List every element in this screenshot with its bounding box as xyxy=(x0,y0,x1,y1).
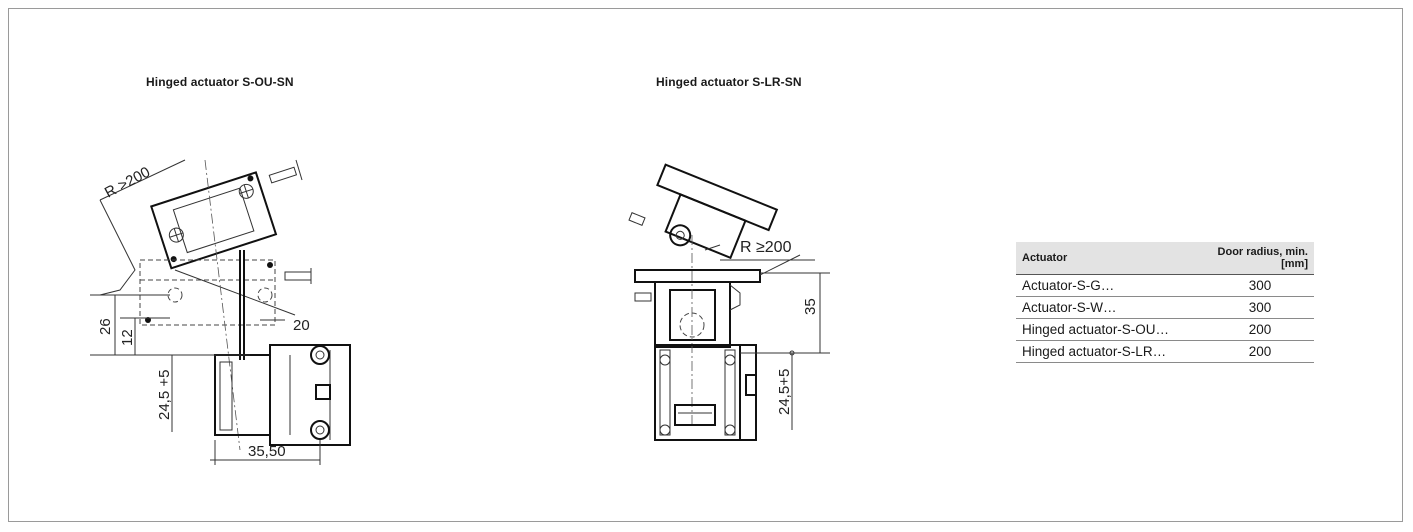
label-24-5: 24,5+5 xyxy=(776,369,793,415)
label-12: 12 xyxy=(119,329,136,346)
drawing-s-ou-sn: R >200 xyxy=(90,159,351,465)
label-radius: R >200 xyxy=(102,164,153,202)
cell-actuator: Hinged actuator-S-OU… xyxy=(1016,318,1206,341)
cell-actuator: Actuator-S-G… xyxy=(1016,274,1206,297)
caption-right: Hinged actuator S-LR-SN xyxy=(656,75,802,89)
cell-actuator: Hinged actuator-S-LR… xyxy=(1016,340,1206,363)
screw-top xyxy=(268,159,303,184)
cell-radius: 200 xyxy=(1206,340,1314,363)
label-35-50: 35,50 xyxy=(248,443,286,460)
label-26: 26 xyxy=(97,318,114,335)
cell-radius: 300 xyxy=(1206,296,1314,319)
label-radius: R ≥200 xyxy=(740,239,792,256)
table-header-row: Actuator Door radius, min. [mm] xyxy=(1016,242,1314,275)
cell-radius: 200 xyxy=(1206,318,1314,341)
table-row: Hinged actuator-S-OU… 200 xyxy=(1016,318,1314,341)
switch-body xyxy=(214,344,351,446)
label-24-5: 24,5 +5 xyxy=(156,370,173,420)
cell-actuator: Actuator-S-W… xyxy=(1016,296,1206,319)
door-radius-table: Actuator Door radius, min. [mm] Actuator… xyxy=(1016,242,1314,363)
page-frame xyxy=(8,8,1403,522)
label-35: 35 xyxy=(802,298,819,315)
caption-left: Hinged actuator S-OU-SN xyxy=(146,75,294,89)
table-row: Hinged actuator-S-LR… 200 xyxy=(1016,340,1314,363)
drawing-s-lr-sn: R ≥200 35 24,5+5 xyxy=(628,163,830,441)
table-row: Actuator-S-G… 300 xyxy=(1016,274,1314,297)
label-20: 20 xyxy=(293,317,310,334)
dashed-position xyxy=(139,259,312,326)
radius-leader xyxy=(99,199,136,296)
header-door-radius: Door radius, min. [mm] xyxy=(1206,242,1314,275)
header-actuator: Actuator xyxy=(1016,242,1206,275)
cell-radius: 300 xyxy=(1206,274,1314,297)
tilted-actuator xyxy=(656,163,779,260)
tilted-actuator xyxy=(150,171,278,270)
switch-body xyxy=(654,344,757,441)
table-row: Actuator-S-W… 300 xyxy=(1016,296,1314,319)
